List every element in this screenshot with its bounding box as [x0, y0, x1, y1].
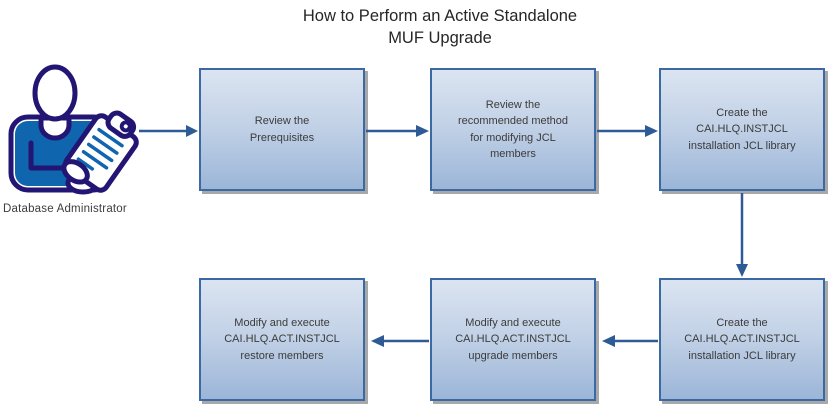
diagram-title-line1: How to Perform an Active Standalone [302, 7, 578, 25]
clipboard-icon [61, 110, 139, 193]
flow-step-1: Review the Prerequisites [199, 68, 365, 191]
flow-step-3-label: Create the CAI.HLQ.INSTJCL installation … [688, 106, 796, 152]
flow-step-4-label: Create the CAI.HLQ.ACT.INSTJCL installat… [684, 316, 800, 362]
flow-step-2: Review the recommended method for modify… [430, 68, 596, 191]
flow-step-3: Create the CAI.HLQ.INSTJCL installation … [659, 68, 825, 191]
database-administrator-icon [8, 64, 139, 195]
flow-step-6: Modify and execute CAI.HLQ.ACT.INSTJCL r… [199, 278, 365, 401]
arrow-step-4-to-step-5 [602, 335, 658, 347]
arrow-actor-to-step-1 [139, 125, 198, 137]
arrow-step-2-to-step-3 [597, 125, 658, 137]
diagram-title: How to Perform an Active Standalone MUF … [230, 5, 650, 49]
flow-step-5: Modify and execute CAI.HLQ.ACT.INSTJCL u… [430, 278, 596, 401]
flow-step-1-label: Review the Prerequisites [249, 115, 315, 144]
flow-step-2-label: Review the recommended method for modify… [457, 98, 569, 161]
arrow-step-3-to-step-4 [736, 193, 748, 277]
arrow-step-1-to-step-2 [366, 125, 429, 137]
flow-step-5-label: Modify and execute CAI.HLQ.ACT.INSTJCL u… [455, 316, 571, 362]
arrow-step-5-to-step-6 [371, 335, 429, 347]
flow-step-6-label: Modify and execute CAI.HLQ.ACT.INSTJCL r… [224, 316, 340, 362]
diagram-title-line2: MUF Upgrade [388, 29, 492, 47]
flow-step-4: Create the CAI.HLQ.ACT.INSTJCL installat… [659, 278, 825, 401]
actor-label: Database Administrator [3, 203, 127, 215]
